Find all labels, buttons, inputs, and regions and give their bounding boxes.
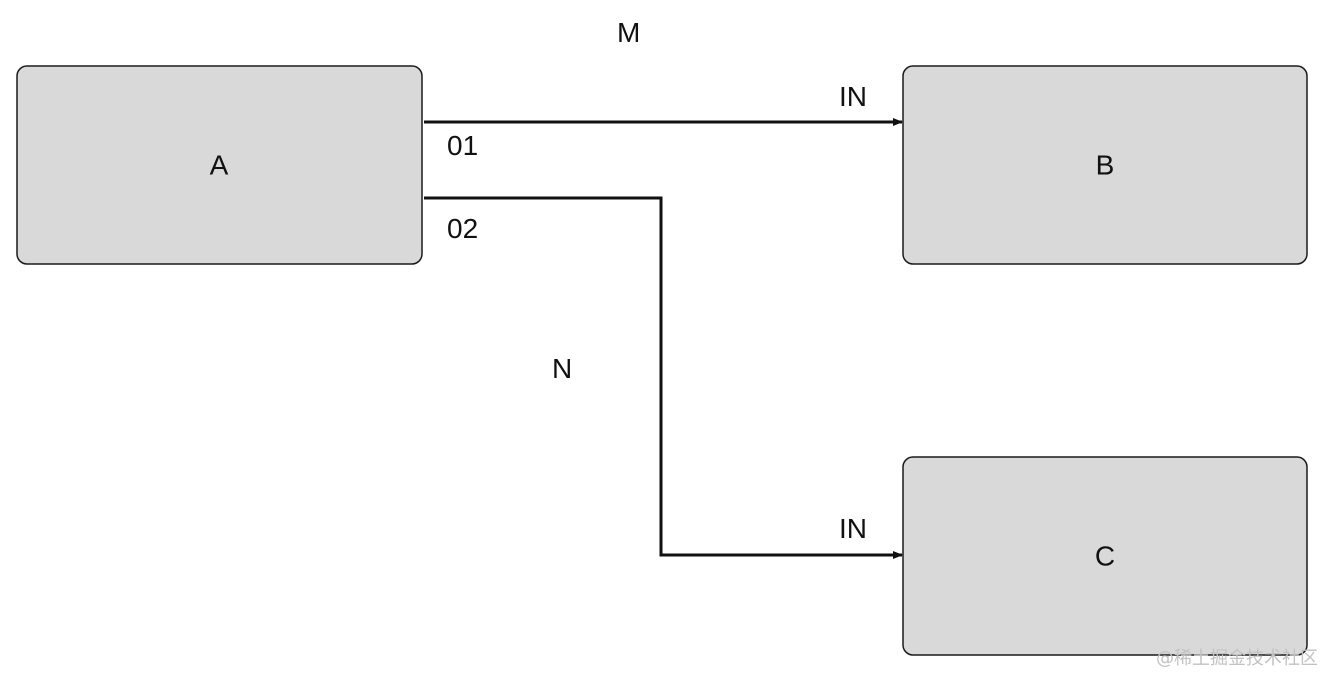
edge-a-to-b-label: M — [617, 17, 640, 48]
edge-a-to-c-label: N — [552, 353, 572, 384]
node-c-box — [902, 456, 1308, 656]
edge-a-to-c-source-port: 02 — [447, 213, 478, 244]
node-a-box — [16, 65, 423, 265]
node-c[interactable]: C — [902, 456, 1308, 656]
node-b-box — [902, 65, 1308, 265]
edge-a-to-b-target-port: IN — [839, 81, 867, 112]
edge-a-to-c-line — [424, 196, 903, 559]
watermark-text: @稀土掘金技术社区 — [1156, 648, 1318, 669]
node-a[interactable]: A — [16, 65, 423, 265]
edge-a-to-c — [424, 196, 903, 559]
node-c-label: C — [1095, 540, 1115, 571]
node-b-label: B — [1096, 149, 1115, 180]
node-a-label: A — [210, 149, 229, 180]
edge-a-to-c-target-port: IN — [839, 513, 867, 544]
node-b[interactable]: B — [902, 65, 1308, 265]
edge-a-to-b-source-port: 01 — [447, 130, 478, 161]
